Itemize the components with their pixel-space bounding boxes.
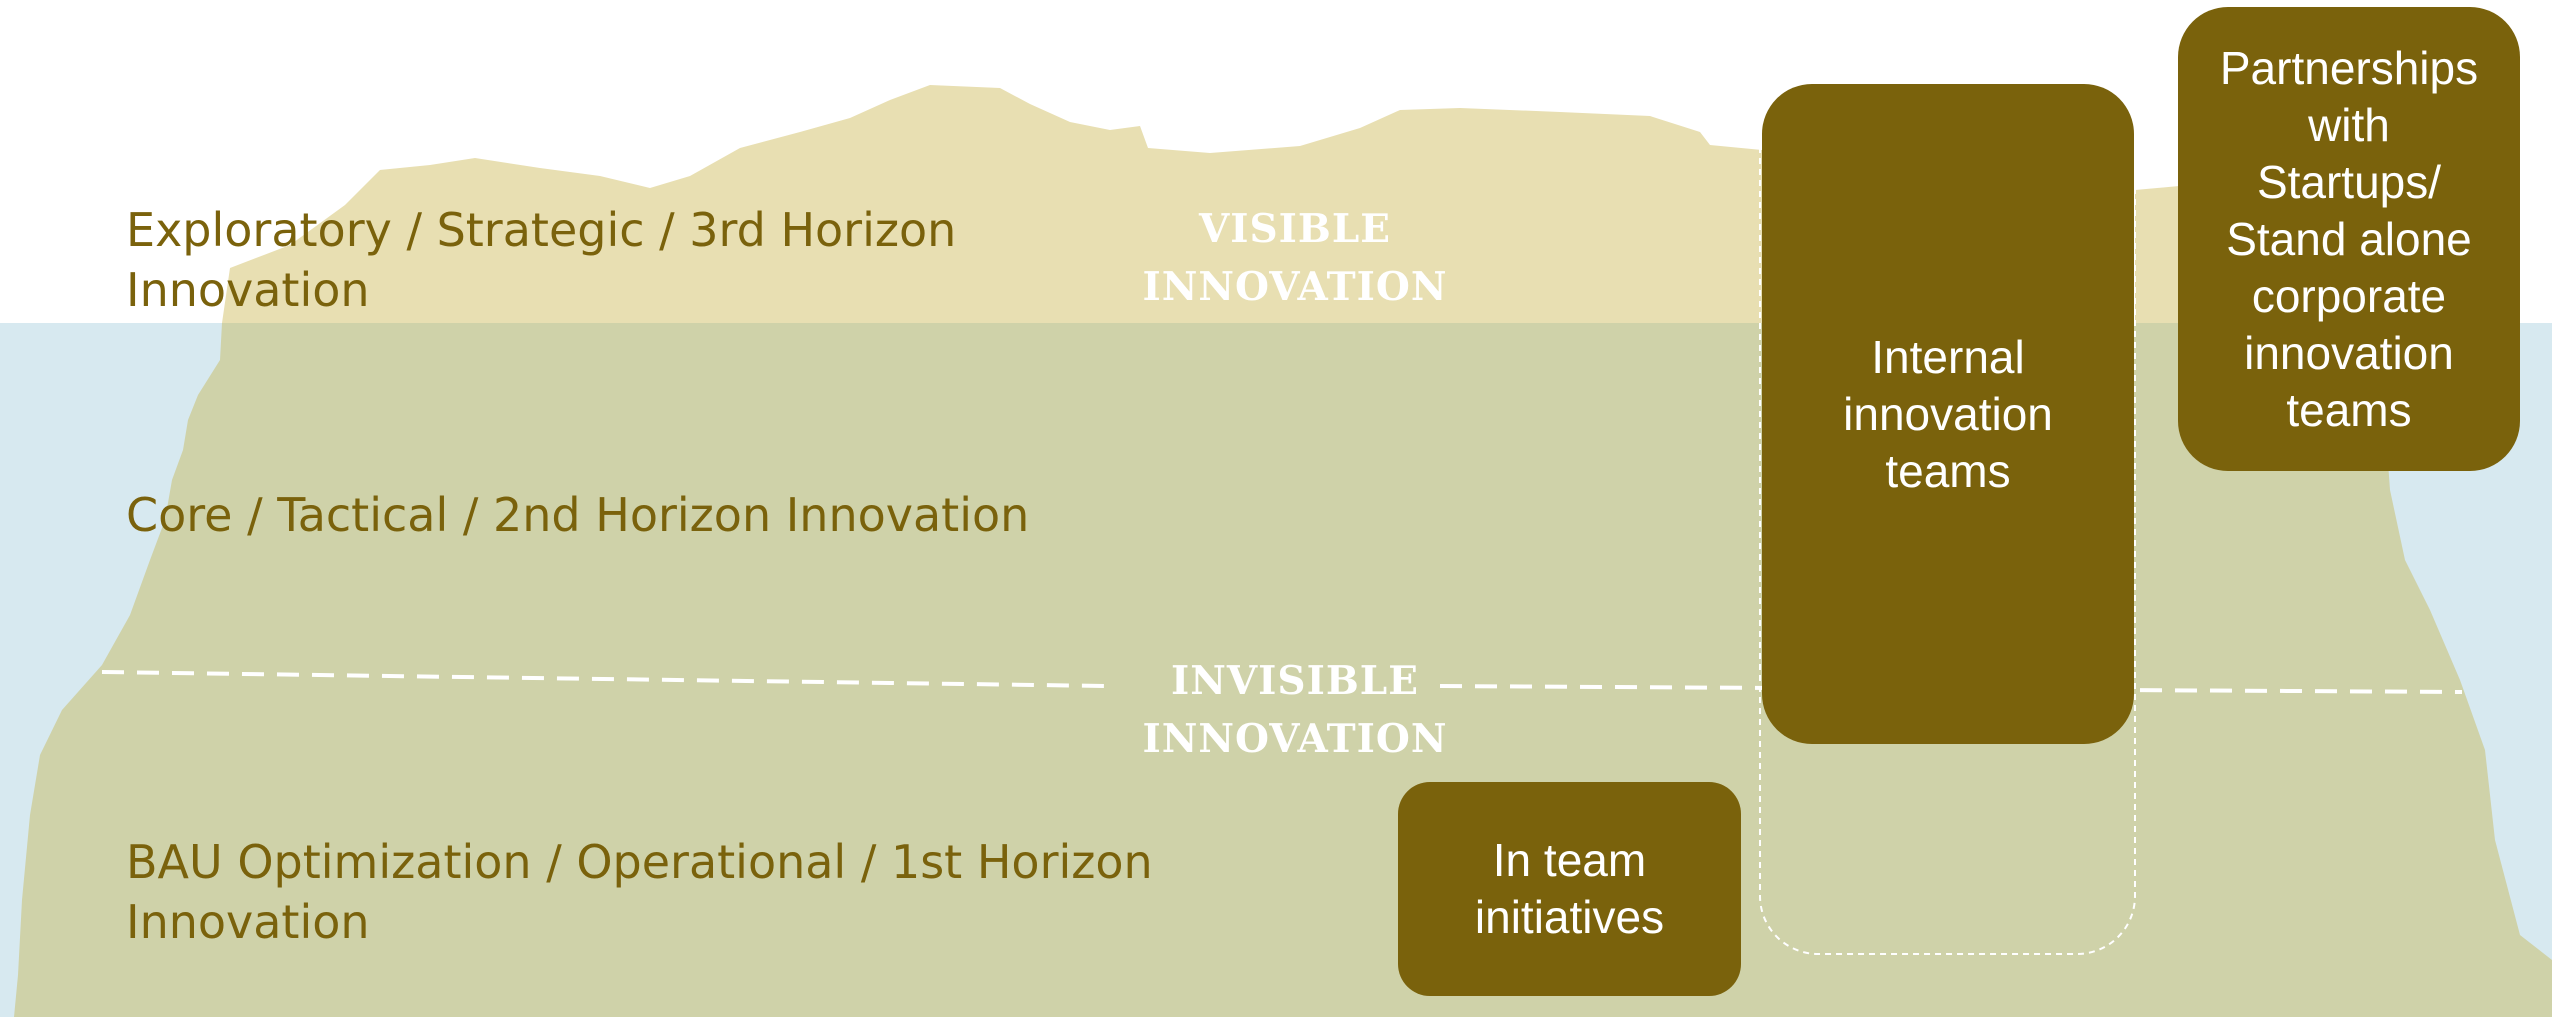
internal-teams-box: Internal innovation teams (1762, 84, 2134, 744)
iceberg-tip (222, 85, 1762, 323)
partnerships-box: Partnerships with Startups/ Stand alone … (2178, 7, 2520, 471)
horizon2-label: Core / Tactical / 2nd Horizon Innovation (126, 488, 1030, 542)
invisible-innovation-label: INVISIBLE INNOVATION (1142, 658, 1448, 762)
invisible-divider-left (101, 670, 1109, 688)
internal-teams-outline (1759, 83, 2136, 955)
visible-innovation-label: VISIBLE INNOVATION (1142, 206, 1448, 310)
horizon3-label: Exploratory / Strategic / 3rd Horizon In… (126, 203, 957, 317)
in-team-initiatives-box: In team initiatives (1398, 782, 1741, 996)
horizon1-label: BAU Optimization / Operational / 1st Hor… (126, 835, 1153, 949)
